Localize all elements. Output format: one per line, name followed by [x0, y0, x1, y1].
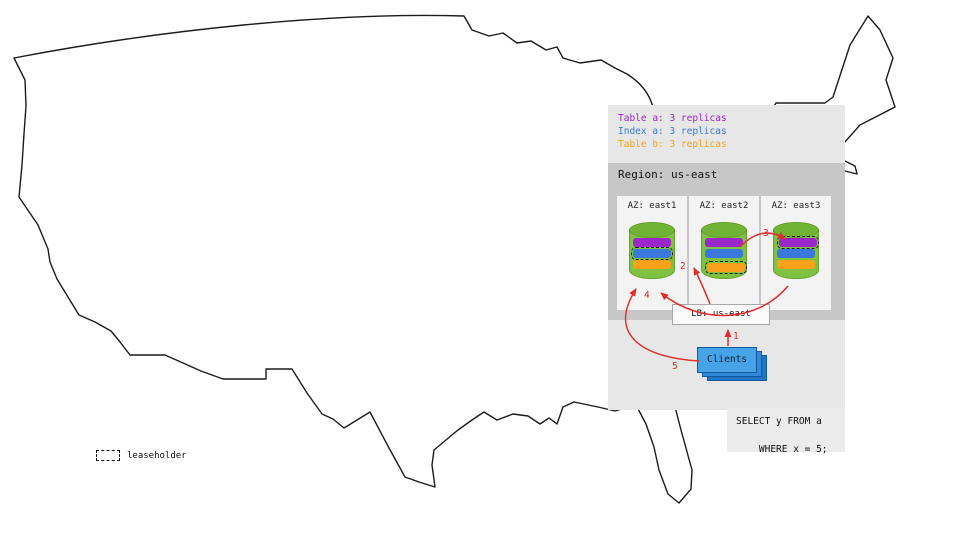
east1-index-a-leaseholder [630, 246, 674, 261]
step-label-1: 1 [733, 331, 739, 342]
east1-table-b-range [633, 260, 671, 269]
sql-line-1: SELECT y FROM a [736, 416, 822, 427]
east3-table-b-range [777, 260, 815, 269]
az-east2: AZ: east2 [689, 196, 759, 310]
az-east1-label: AZ: east1 [627, 201, 677, 211]
sql-line-2: WHERE x = 5; [758, 444, 828, 455]
az-east3-label: AZ: east3 [771, 201, 821, 211]
db-node-east1 [629, 222, 675, 282]
client-box: Clients [697, 347, 757, 373]
sql-query-box: SELECT y FROM a WHERE x = 5; [727, 408, 845, 455]
load-balancer: LB: us-east [672, 304, 770, 325]
leaseholder-legend-label: leaseholder [127, 450, 187, 461]
az-east1: AZ: east1 [617, 196, 687, 310]
leaseholder-legend: leaseholder [96, 450, 187, 461]
legend-table-b: Table b: 3 replicas [618, 139, 727, 150]
east2-table-b-leaseholder [704, 260, 748, 275]
east2-table-a-range [705, 238, 743, 247]
step-label-2: 2 [680, 261, 686, 272]
east2-index-a-range [705, 249, 743, 258]
step-label-4: 4 [644, 290, 650, 301]
east1-table-a-range [633, 238, 671, 247]
db-cylinder-top-icon [701, 222, 747, 238]
leaseholder-swatch-icon [96, 450, 120, 461]
step-label-3: 3 [763, 228, 769, 239]
clients-stack: Clients [697, 347, 769, 382]
az-east2-label: AZ: east2 [699, 201, 749, 211]
east3-table-a-leaseholder [776, 235, 820, 250]
db-node-east3 [773, 222, 820, 282]
region-label: Region: us-east [618, 168, 718, 181]
db-cylinder-top-icon [629, 222, 675, 238]
az-east3: AZ: east3 [761, 196, 831, 310]
legend-table-a: Table a: 3 replicas [618, 113, 727, 124]
db-node-east2 [701, 222, 748, 282]
db-cylinder-top-icon [773, 222, 819, 238]
east3-index-a-range [777, 249, 815, 258]
step-label-5: 5 [672, 361, 678, 372]
legend-index-a: Index a: 3 replicas [618, 126, 727, 137]
